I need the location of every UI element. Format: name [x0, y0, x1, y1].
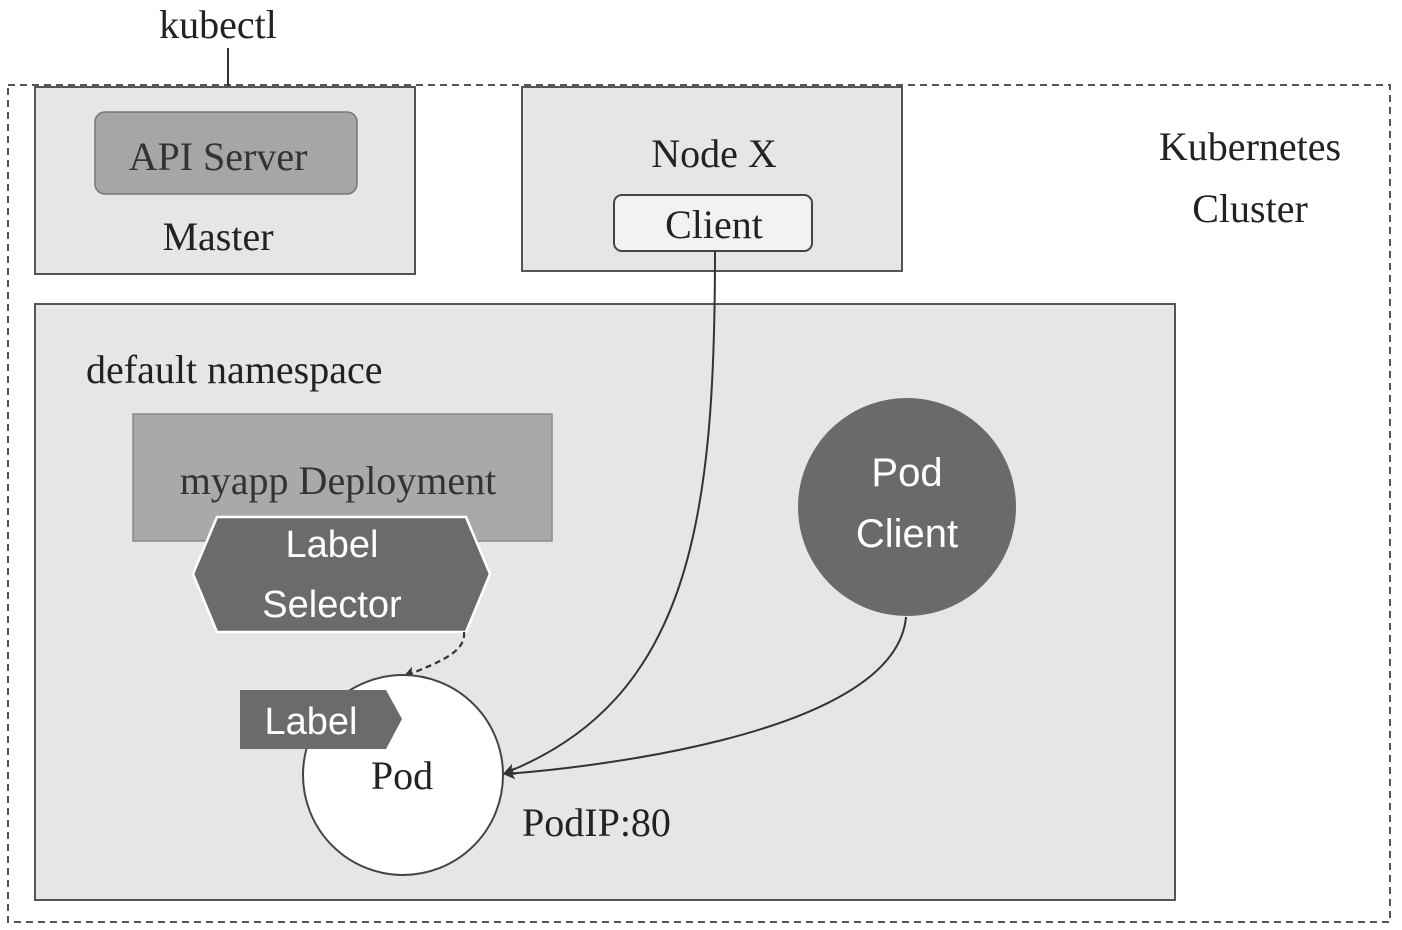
selector-to-pod-arrow	[403, 631, 466, 678]
pod-client-line1: Pod	[871, 451, 942, 495]
label-selector-line2: Selector	[262, 584, 402, 626]
cluster-label-line2: Cluster	[1192, 186, 1308, 231]
api-server-label: API Server	[129, 134, 308, 179]
kubectl-label: kubectl	[159, 2, 277, 47]
label-selector-shape	[191, 515, 492, 634]
namespace-label: default namespace	[86, 347, 383, 392]
pod-client-circle	[798, 398, 1016, 616]
pod-client-line2: Client	[856, 512, 958, 556]
deployment-label: myapp Deployment	[180, 458, 497, 503]
node-client-to-pod-arrow	[503, 251, 716, 775]
node-x-title: Node X	[651, 131, 777, 176]
node-client-box	[613, 194, 813, 252]
pod-label-tag-text: Label	[265, 701, 358, 743]
node-client-label: Client	[665, 202, 763, 247]
pod-client-to-pod-arrow	[503, 616, 907, 780]
pod-label-tag	[240, 690, 402, 749]
pod-endpoint-label: PodIP:80	[522, 800, 671, 845]
api-server-box	[94, 111, 358, 195]
cluster-label-line1: Kubernetes	[1159, 124, 1341, 169]
label-selector-line1: Label	[286, 524, 379, 566]
pod-label: Pod	[371, 753, 433, 798]
master-label: Master	[162, 214, 273, 259]
cluster-boundary	[7, 84, 1391, 923]
